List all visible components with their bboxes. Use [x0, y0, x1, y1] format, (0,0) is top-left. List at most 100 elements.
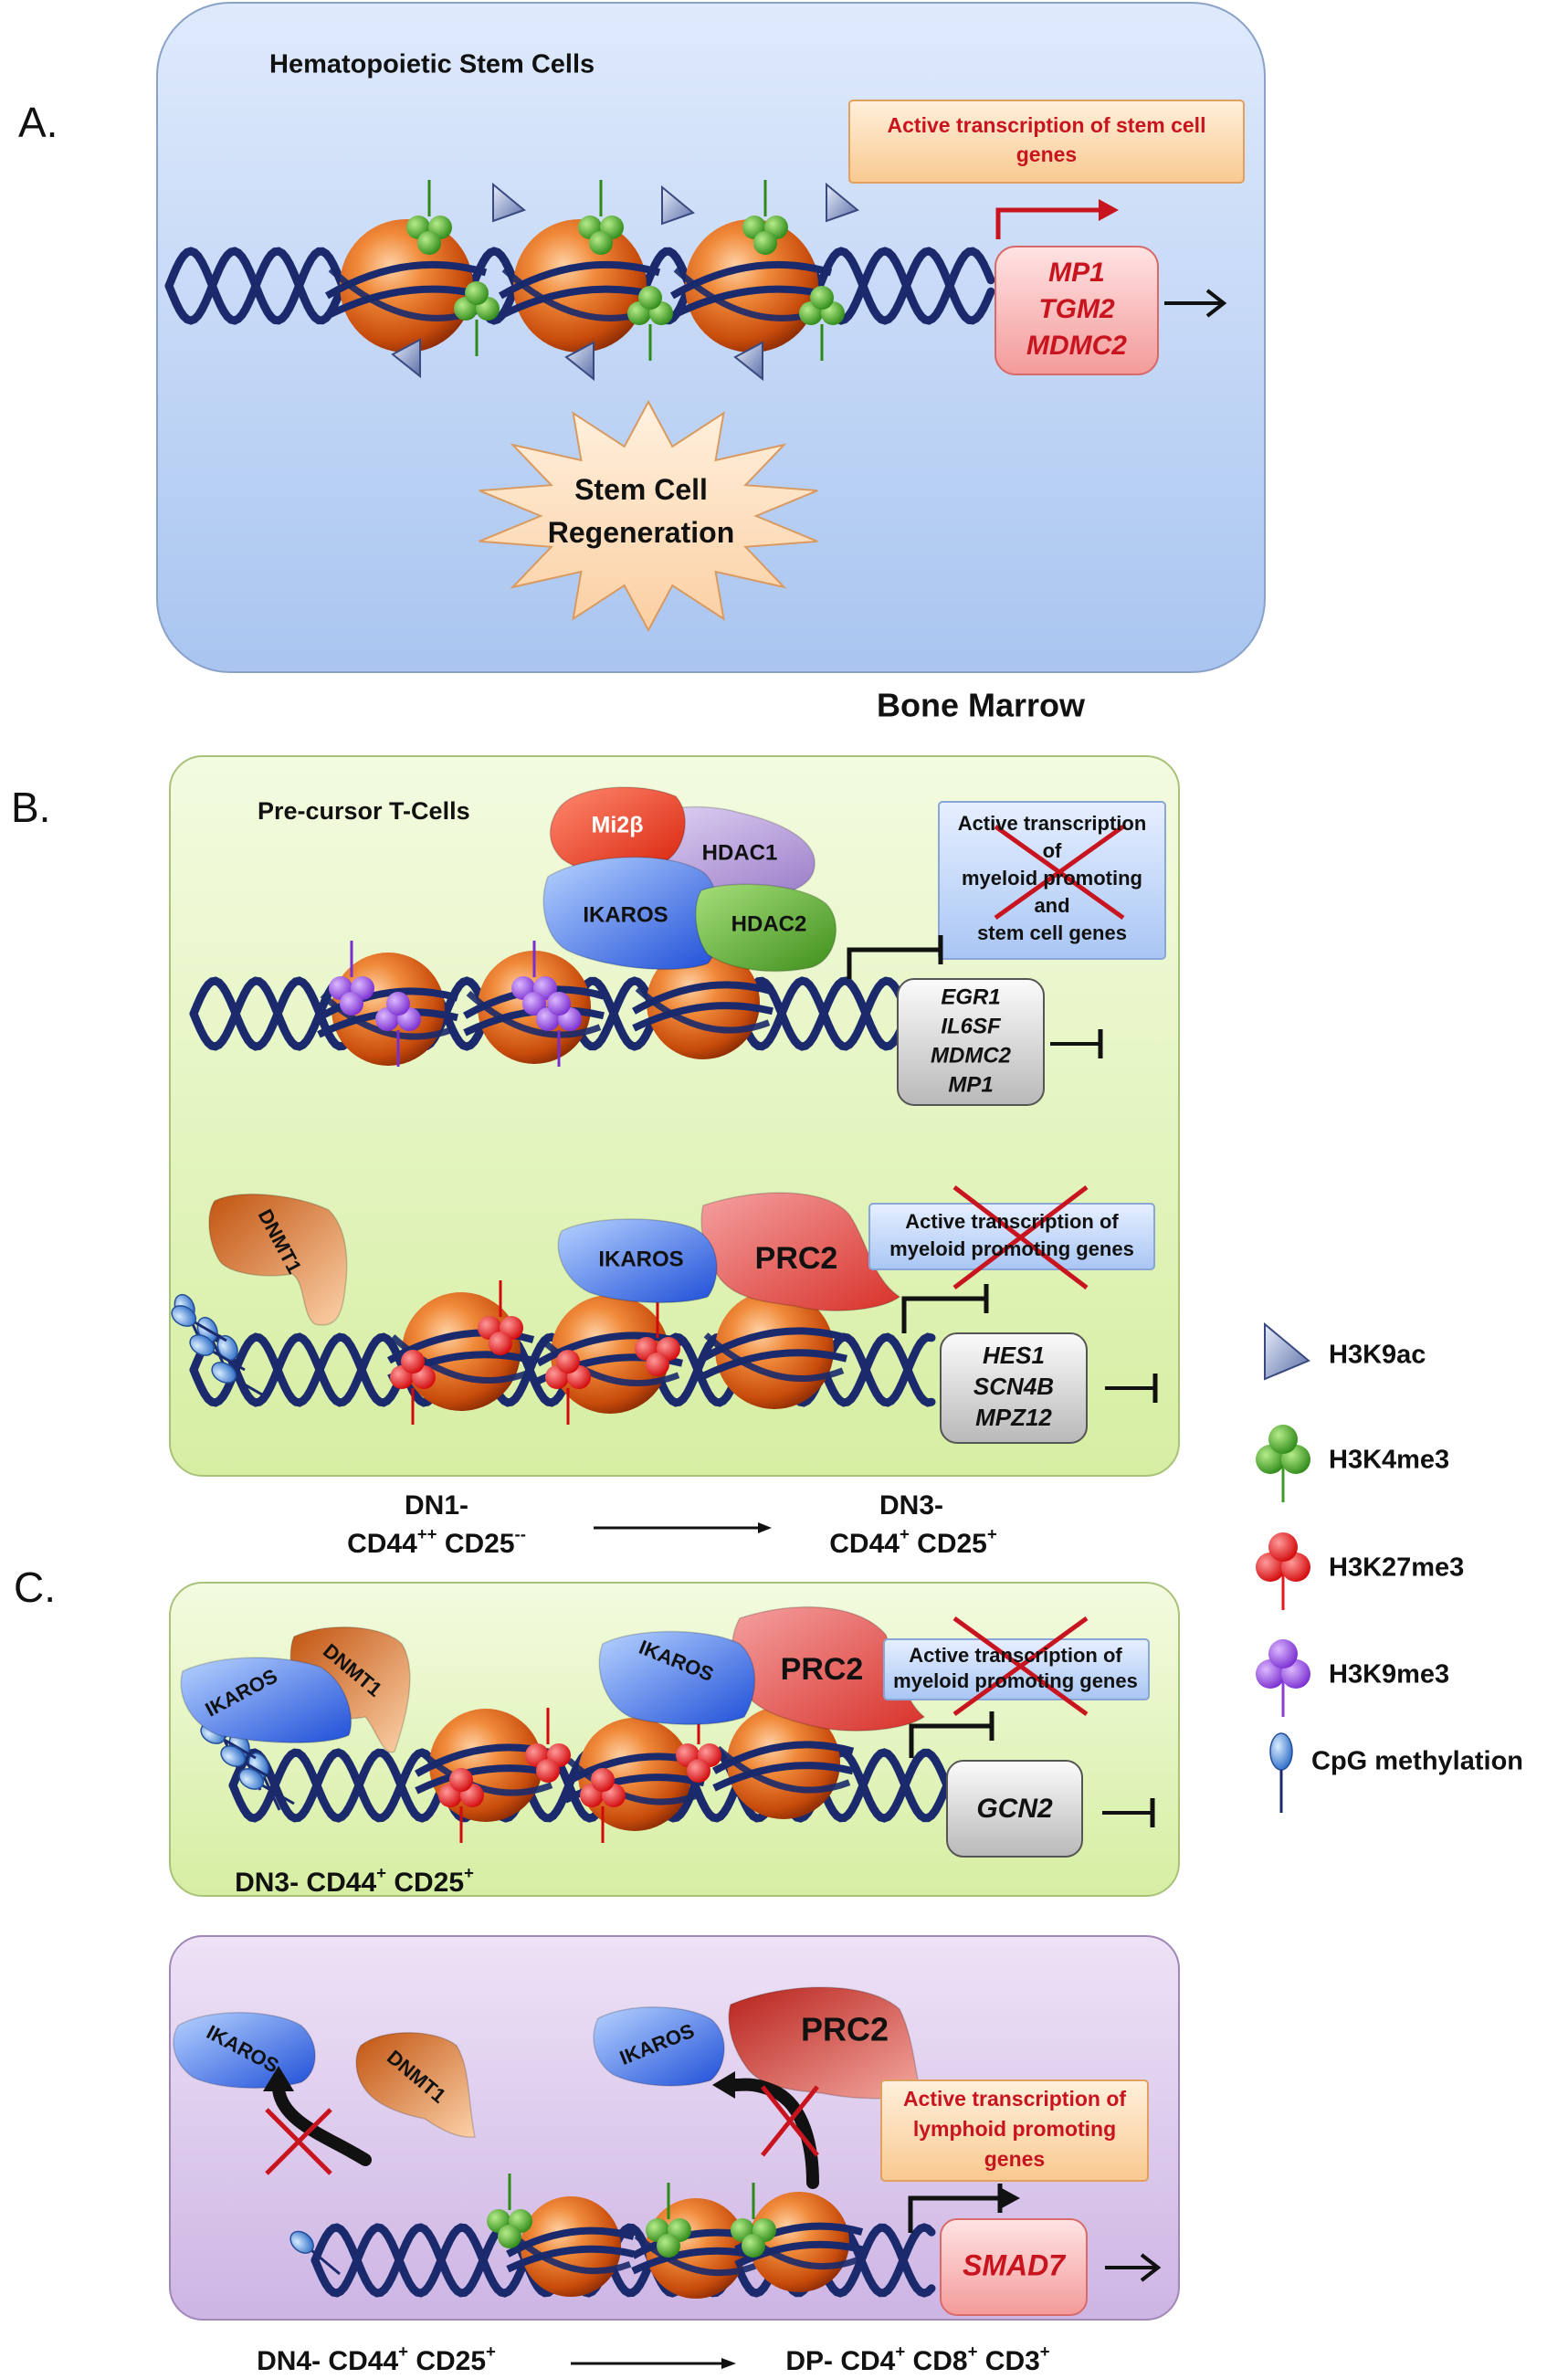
nucleosome-b-upper-3: [632, 946, 774, 1059]
dnmt1-protein: [355, 2032, 476, 2138]
mark-flag: [733, 341, 763, 382]
promoter-block-c-green: [909, 1711, 994, 1758]
stage-label: CD44+ CD25+: [829, 1524, 997, 1559]
legend-h3k27me3-label: H3K27me3: [1329, 1553, 1464, 1583]
cpg-drop: [189, 1334, 216, 1356]
release-arrow-prc2: [729, 2078, 819, 2189]
crossed-box-text: Active transcription: [958, 812, 1147, 835]
gene-name-b-upper: IL6SF: [941, 1014, 1002, 1038]
crossed-box-text: myeloid promoting genes: [893, 1669, 1138, 1692]
mark-flag: [564, 341, 595, 382]
active-lymphoid-text: Active transcription of: [903, 2087, 1126, 2111]
output-block-b-upper: [1050, 1029, 1103, 1058]
mark-lobe: [386, 992, 410, 1016]
nucleosome-wrap: [712, 1762, 854, 1792]
crossed-box-text: myeloid promoting genes: [889, 1237, 1134, 1260]
output-block-c-green: [1102, 1798, 1155, 1827]
gene-name-b-upper: EGR1: [941, 984, 1000, 1009]
nucleosome-c-green-3: [712, 1706, 855, 1819]
promoter-arrowhead: [1000, 2187, 1020, 2209]
cross-b-lower: [952, 1185, 1089, 1290]
h3k9ac-mark: [564, 341, 595, 382]
h3k9ac-mark: [733, 341, 763, 382]
mark-lobe: [589, 231, 613, 255]
ikaros-protein: [598, 1630, 756, 1725]
h3k27me3-mark: [478, 1280, 523, 1355]
mark-lobe: [547, 992, 571, 1016]
legend-h3k9me3-label: H3K9me3: [1329, 1660, 1449, 1690]
h3k27me3-mark: [438, 1768, 484, 1843]
cpg-drop: [216, 1334, 238, 1362]
h3k4me3-mark: [627, 286, 673, 361]
crossed-box-text: myeloid promoting: [962, 867, 1142, 889]
h3k9me3-mark: [329, 941, 374, 1016]
panel-c-letter: C.: [14, 1563, 56, 1611]
dna-strand: [228, 1748, 954, 1823]
nucleosome-wrap: [320, 992, 456, 1040]
h3k4me3-mark: [799, 286, 845, 361]
hdac2-protein: [695, 883, 837, 973]
h3k4me3-mark: [646, 2183, 691, 2258]
h3k27me3-mark: [635, 1301, 680, 1376]
regeneration-text: Stem Cell: [574, 473, 708, 506]
cpg-stem: [258, 1782, 295, 1805]
legend-h3k4me3-icon: [1256, 1425, 1310, 1502]
h3k4me3-mark: [406, 180, 452, 255]
cross-release-ikaros: [265, 2108, 332, 2175]
mark-lobe: [591, 1768, 615, 1792]
legend-h3k4me3-label: H3K4me3: [1329, 1446, 1449, 1475]
mark-flag: [826, 182, 860, 223]
mark-lobe: [489, 1332, 512, 1355]
bone-marrow-label: Bone Marrow: [877, 687, 1086, 724]
mark-lobe: [449, 1768, 473, 1792]
active-stem-text: genes: [1016, 142, 1077, 166]
release-arrowhead: [263, 2066, 294, 2091]
cross-stroke: [952, 1185, 1089, 1290]
nucleosome-wrap: [632, 1002, 773, 1032]
cross-b-upper: [994, 824, 1125, 921]
output-arrowhead: [1205, 289, 1227, 318]
legend-lobe: [1268, 1639, 1298, 1668]
mark-lobe: [340, 992, 363, 1016]
legend-lobe: [1268, 1532, 1298, 1562]
promoter-arrow-c-purple: [1000, 2187, 1020, 2209]
legend-lobe: [1268, 1425, 1298, 1454]
crossed-box-text: of: [1043, 839, 1062, 862]
mark-lobe: [742, 2234, 765, 2258]
protein-label: IKAROS: [598, 1247, 683, 1271]
protein-label: HDAC1: [702, 840, 778, 865]
cpg-methylation-mark: [211, 1362, 268, 1399]
h3k27me3-mark: [390, 1350, 436, 1425]
gene-name-a: MDMC2: [1026, 331, 1127, 361]
ikaros-protein: [593, 2006, 725, 2087]
nucleosome-c-purple-1: [506, 2196, 636, 2297]
promoter-block-b-upper: [847, 935, 943, 979]
nucleosome-core: [513, 219, 647, 353]
active-stem-box: [848, 100, 1245, 184]
panel-a-letter: A.: [18, 99, 58, 146]
nucleosome-wrap: [566, 1757, 702, 1805]
mark-lobe: [687, 1759, 710, 1783]
cpg-drop: [171, 1305, 197, 1327]
output-arrow-a: [1164, 289, 1227, 318]
gene-box-b-upper: [897, 978, 1045, 1106]
h3k9ac-mark: [391, 338, 421, 379]
stage-label: DP- CD4+ CD8+ CD3+: [785, 2342, 1049, 2374]
active-lymphoid-text: lymphoid promoting: [913, 2117, 1116, 2141]
mark-lobe: [810, 286, 834, 310]
gene-name-a: TGM2: [1038, 294, 1115, 324]
nucleosome-wrap: [506, 2245, 635, 2273]
h3k27me3-mark: [525, 1708, 571, 1783]
cpg-stem: [240, 1759, 277, 1783]
h3k9me3-mark: [511, 941, 557, 1016]
gene-box-a: [994, 246, 1159, 375]
cross-stroke: [265, 2108, 332, 2175]
cross-stroke: [761, 2085, 819, 2157]
h3k4me3-mark: [487, 2174, 532, 2248]
promoter-line: [901, 1296, 986, 1333]
nucleosome-b-lower-3: [700, 1290, 848, 1409]
protein-label: HDAC2: [731, 911, 807, 936]
mark-lobe: [638, 286, 662, 310]
legend-h3k27me3-icon: [1256, 1532, 1310, 1610]
h3k27me3-mark: [580, 1768, 626, 1843]
